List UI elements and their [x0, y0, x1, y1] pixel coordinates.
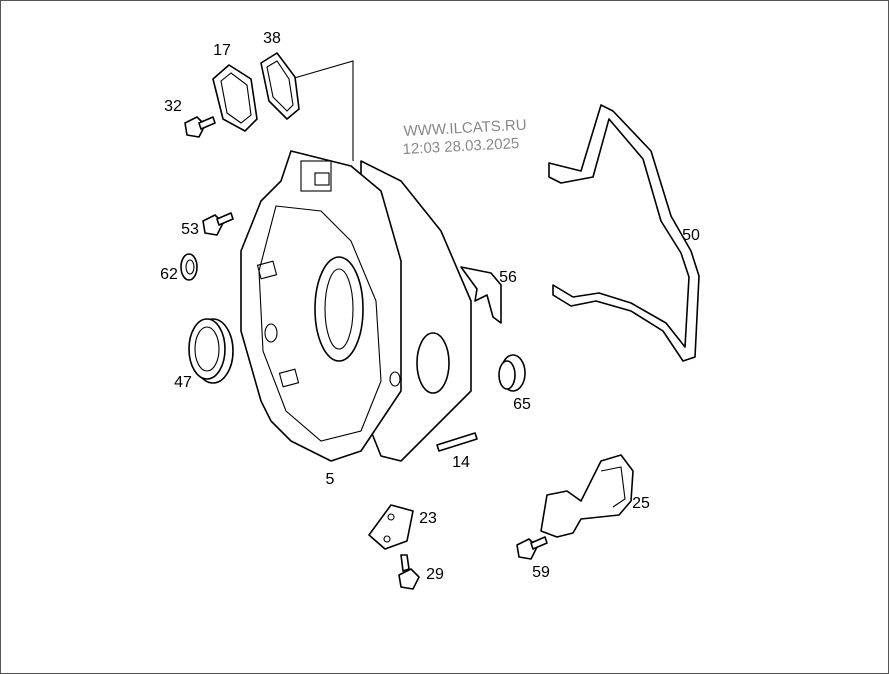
- part-59-bolt: [516, 536, 548, 560]
- watermark-site: WWW.ILCATS.RU: [403, 117, 527, 140]
- part-56-bracket: [460, 266, 502, 324]
- callout-53[interactable]: 53: [181, 221, 199, 238]
- part-23-cover-plate: [368, 504, 414, 550]
- callout-62[interactable]: 62: [160, 266, 178, 283]
- callout-25[interactable]: 25: [632, 495, 650, 512]
- part-25-timing-cover: [540, 454, 634, 538]
- callout-23[interactable]: 23: [419, 510, 437, 527]
- part-47-seal-ring: [188, 318, 234, 384]
- part-14-stud: [436, 432, 478, 452]
- part-50-gasket: [548, 104, 700, 362]
- part-32-bolt: [184, 116, 216, 138]
- callout-labels: 17 38 32 53 62 47 5 14 56 50 65 23 29 25…: [160, 30, 700, 583]
- callout-56[interactable]: 56: [499, 269, 517, 286]
- part-5-flywheel-housing: [240, 150, 472, 462]
- watermark-timestamp: 12:03 28.03.2025: [402, 135, 520, 158]
- part-65-seal: [498, 354, 526, 392]
- callout-47[interactable]: 47: [174, 374, 192, 391]
- leader-line: [290, 60, 354, 161]
- callout-38[interactable]: 38: [263, 30, 281, 47]
- callout-14[interactable]: 14: [452, 454, 470, 471]
- callout-32[interactable]: 32: [164, 98, 182, 115]
- part-17-cover: [212, 64, 258, 132]
- watermark: WWW.ILCATS.RU 12:03 28.03.2025: [402, 117, 527, 158]
- part-38-gasket: [260, 52, 300, 120]
- part-29-bolt: [398, 554, 420, 590]
- callout-5[interactable]: 5: [326, 471, 335, 488]
- part-62-seal: [180, 253, 198, 281]
- callout-65[interactable]: 65: [513, 396, 531, 413]
- callout-29[interactable]: 29: [426, 566, 444, 583]
- callout-17[interactable]: 17: [213, 42, 231, 59]
- callout-59[interactable]: 59: [532, 564, 550, 581]
- callout-50[interactable]: 50: [682, 227, 700, 244]
- part-53-bolt: [202, 212, 234, 236]
